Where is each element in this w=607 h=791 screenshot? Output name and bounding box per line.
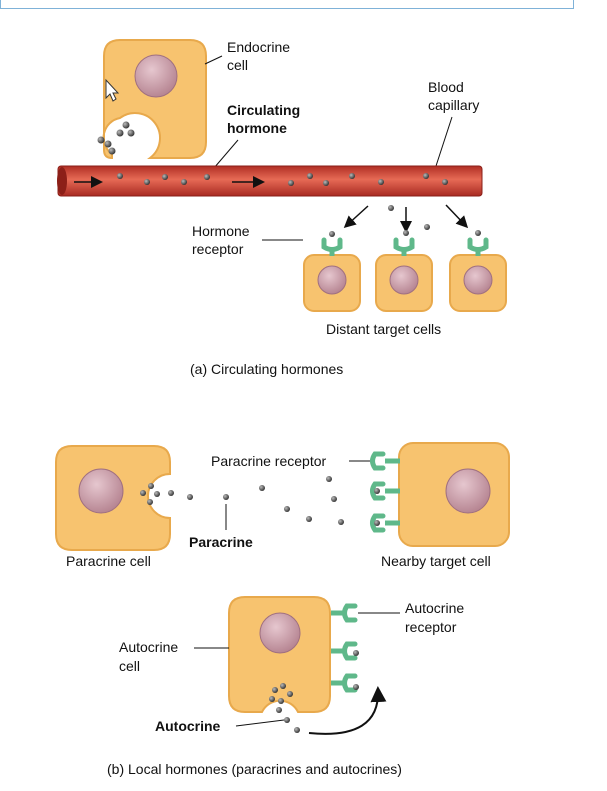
- endocrine-cell-leader: [204, 55, 223, 65]
- paracrine-receptor-label: Paracrine receptor: [211, 453, 327, 469]
- circulating-hormones: [117, 173, 448, 186]
- nearby-target-nucleus: [445, 468, 491, 514]
- diffusion-arrow: [343, 205, 369, 229]
- autocrine-receptors: [331, 603, 359, 693]
- endocrine-cell: [102, 39, 207, 160]
- endocrine-nucleus: [134, 54, 178, 98]
- endocrine-hormones: [97, 121, 135, 155]
- target-cell-2: [375, 230, 433, 312]
- target-cell-3: [449, 230, 507, 312]
- autocrine-receptor-label: Autocrine receptor: [405, 600, 468, 635]
- paracrine-receptors: [370, 451, 400, 533]
- target-cell-1: [303, 231, 361, 312]
- paracrine-hormones: [140, 476, 344, 525]
- blood-capillary-label: Blood capillary: [428, 79, 479, 113]
- blood-capillary: [57, 165, 483, 197]
- paracrine-label: Paracrine: [189, 534, 253, 550]
- diffusion-arrow: [445, 204, 469, 229]
- hormone-receptor-label: Hormone receptor: [192, 223, 253, 257]
- panel-b-caption: (b) Local hormones (paracrines and autoc…: [107, 761, 402, 777]
- paracrine-nucleus: [78, 468, 124, 514]
- autocrine-label: Autocrine: [155, 718, 221, 734]
- autocrine-leader: [235, 719, 285, 727]
- circulating-hormone-label: Circulating hormone: [227, 102, 304, 136]
- capillary-end: [57, 167, 67, 195]
- blood-capillary-leader: [435, 116, 453, 167]
- panel-a-caption: (a) Circulating hormones: [190, 361, 343, 377]
- distant-target-cells-label: Distant target cells: [326, 321, 441, 337]
- cursor-icon: [105, 78, 120, 102]
- top-frame-edge: [0, 0, 574, 9]
- paracrine-cell-label: Paracrine cell: [66, 553, 151, 569]
- endocrine-cell-label: Endocrine cell: [227, 39, 294, 73]
- autocrine-hormones: [269, 683, 300, 733]
- autocrine-feedback-arrow: [308, 686, 387, 735]
- autocrine-cell-label: Autocrine cell: [119, 639, 182, 674]
- nearby-target-cell-label: Nearby target cell: [381, 553, 491, 569]
- released-hormones: [388, 205, 430, 230]
- autocrine-nucleus: [259, 612, 301, 654]
